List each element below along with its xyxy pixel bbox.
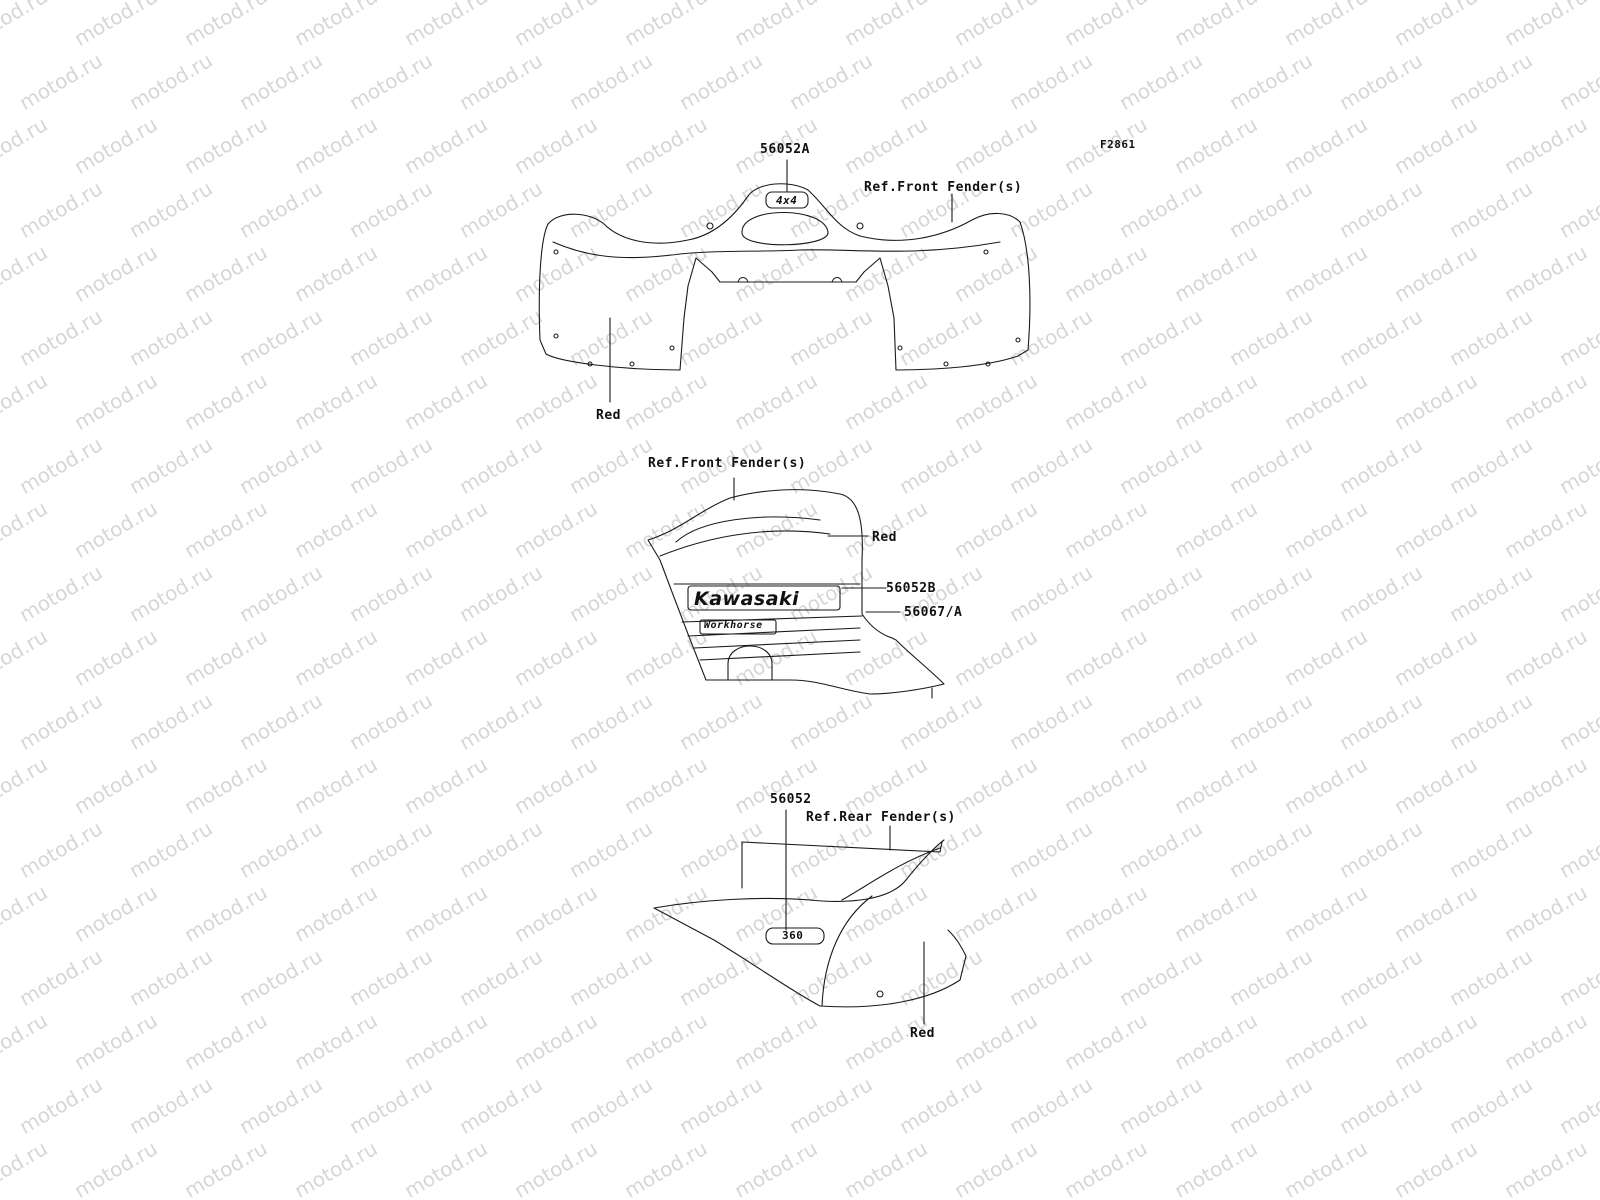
middle-part-label-b: 56052B	[886, 581, 936, 596]
figure-code: F2861	[1100, 138, 1136, 151]
middle-part-label-a: 56067/A	[904, 605, 963, 620]
top-color-label: Red	[596, 408, 621, 423]
top-ref-label: Ref.Front Fender(s)	[864, 180, 1023, 195]
decal-kawasaki-text: Kawasaki	[694, 588, 800, 610]
bottom-color-label: Red	[910, 1026, 935, 1041]
mount-holes-top	[553, 222, 1021, 367]
middle-color-label: Red	[872, 530, 897, 545]
bottom-part-label: 56052	[770, 792, 812, 807]
decal-workhorse-text: Workhorse	[704, 620, 763, 631]
top-part-label: 56052A	[760, 142, 810, 157]
bottom-ref-label: Ref.Rear Fender(s)	[806, 810, 956, 825]
rear-fender-side-view	[653, 809, 967, 1025]
front-fender-top-view	[538, 159, 1031, 403]
decal-360-text: 360	[782, 929, 804, 942]
middle-ref-label: Ref.Front Fender(s)	[648, 456, 807, 471]
decal-4x4-text: 4x4	[776, 194, 798, 207]
front-fender-side-view	[647, 477, 945, 699]
